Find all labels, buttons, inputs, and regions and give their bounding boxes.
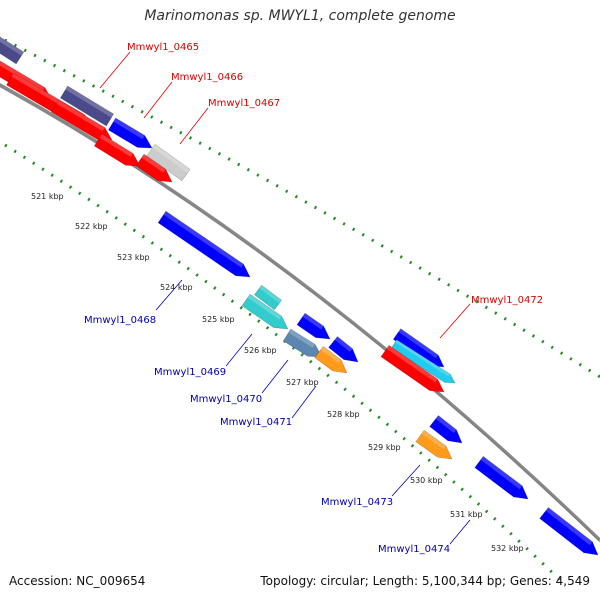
outer-guide-ring bbox=[0, 35, 600, 379]
gene-arrow[interactable] bbox=[241, 293, 289, 330]
leader-line bbox=[291, 385, 317, 419]
kbp-tick-label: 532 kbp bbox=[491, 544, 524, 553]
gene-arrow[interactable] bbox=[390, 339, 456, 384]
genome-stats-label: Topology: circular; Length: 5,100,344 bp… bbox=[260, 574, 590, 588]
kbp-tick-label: 530 kbp bbox=[410, 476, 443, 485]
gene-arrow[interactable] bbox=[157, 210, 251, 278]
gene-arrow[interactable] bbox=[380, 344, 445, 393]
map-title: Marinomonas sp. MWYL1, complete genome bbox=[144, 8, 456, 24]
gene-label[interactable]: Mmwyl1_0466 bbox=[171, 72, 243, 83]
leader-line bbox=[439, 303, 471, 339]
gene-label[interactable]: Mmwyl1_0474 bbox=[378, 544, 450, 555]
kbp-tick-label: 528 kbp bbox=[327, 410, 360, 419]
kbp-tick-label: 521 kbp bbox=[31, 192, 64, 201]
gene-label[interactable]: Mmwyl1_0469 bbox=[154, 367, 226, 378]
gene-track bbox=[0, 36, 599, 556]
gene-arrow[interactable] bbox=[429, 415, 463, 444]
kbp-tick-label: 529 kbp bbox=[368, 443, 401, 452]
gene-arrow[interactable] bbox=[59, 85, 115, 127]
leader-line bbox=[449, 519, 471, 545]
leader-line bbox=[99, 51, 131, 89]
gene-label[interactable]: Mmwyl1_0473 bbox=[321, 497, 393, 508]
gene-arrow[interactable] bbox=[253, 284, 283, 311]
gene-arrow[interactable] bbox=[282, 328, 323, 358]
gene-arrow[interactable] bbox=[539, 507, 599, 556]
leader-line bbox=[225, 333, 253, 367]
gene-arrow[interactable] bbox=[415, 429, 453, 460]
kbp-tick-label: 525 kbp bbox=[202, 315, 235, 324]
gene-label[interactable]: Mmwyl1_0471 bbox=[220, 417, 292, 428]
gene-label[interactable]: Mmwyl1_0472 bbox=[471, 295, 543, 306]
gene-arrow[interactable] bbox=[93, 133, 141, 167]
gene-label[interactable]: Mmwyl1_0467 bbox=[208, 98, 280, 109]
gene-arrow[interactable] bbox=[50, 99, 113, 141]
gene-arrow[interactable] bbox=[135, 153, 173, 183]
gene-label[interactable]: Mmwyl1_0465 bbox=[127, 42, 199, 53]
gene-arrow[interactable] bbox=[314, 345, 348, 374]
leader-line bbox=[391, 464, 421, 497]
kbp-tick-label: 523 kbp bbox=[117, 253, 150, 262]
kbp-tick-label: 531 kbp bbox=[450, 510, 483, 519]
leader-line bbox=[143, 81, 173, 119]
accession-label: Accession: NC_009654 bbox=[9, 574, 146, 588]
gene-arrow[interactable] bbox=[328, 336, 359, 363]
label-leader-lines bbox=[99, 51, 471, 545]
gene-arrow[interactable] bbox=[0, 36, 25, 65]
leader-line bbox=[179, 107, 209, 145]
gene-label[interactable]: Mmwyl1_0470 bbox=[190, 394, 262, 405]
kbp-tick-label: 527 kbp bbox=[286, 378, 319, 387]
kbp-tick-label: 522 kbp bbox=[75, 222, 108, 231]
gene-arrow[interactable] bbox=[107, 117, 153, 149]
genome-backbone bbox=[0, 83, 600, 542]
gene-arrow[interactable] bbox=[146, 143, 191, 182]
gene-arrow[interactable] bbox=[474, 455, 529, 500]
leader-line bbox=[261, 359, 289, 394]
kbp-tick-label: 524 kbp bbox=[160, 283, 193, 292]
gene-label[interactable]: Mmwyl1_0468 bbox=[84, 315, 156, 326]
gene-arrow[interactable] bbox=[296, 312, 331, 340]
leader-line bbox=[155, 279, 183, 311]
kbp-tick-label: 526 kbp bbox=[244, 346, 277, 355]
